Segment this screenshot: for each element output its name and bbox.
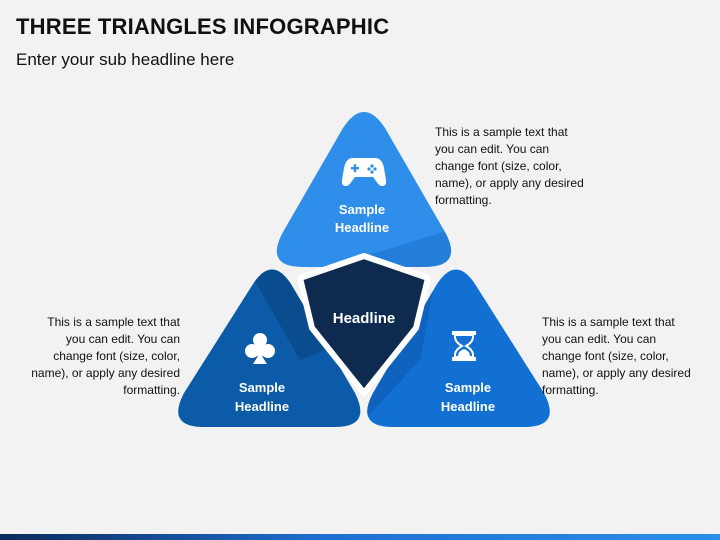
triangle-right-label-line1: Sample: [445, 380, 491, 395]
center-headline: Headline: [333, 310, 396, 327]
triangle-left-label-line2: Headline: [235, 399, 289, 414]
page-title: THREE TRIANGLES INFOGRAPHIC: [16, 14, 390, 39]
center-shield: [297, 253, 431, 396]
triangle-left-label-line1: Sample: [239, 380, 285, 395]
triangle-right-label-line2: Headline: [441, 399, 495, 414]
gamepad-icon: [341, 158, 387, 186]
note-left: This is a sample text that you can edit.…: [31, 315, 180, 397]
triangle-top-label-line1: Sample: [339, 202, 385, 217]
page-subtitle: Enter your sub headline here: [16, 50, 235, 69]
triangle-top-label-line2: Headline: [335, 220, 389, 235]
hourglass-icon: [452, 331, 476, 361]
note-right: This is a sample text that you can edit.…: [542, 315, 691, 397]
note-top: This is a sample text that you can edit.…: [435, 125, 584, 207]
footer-accent-bar: [0, 534, 720, 540]
club-icon: [245, 333, 275, 364]
